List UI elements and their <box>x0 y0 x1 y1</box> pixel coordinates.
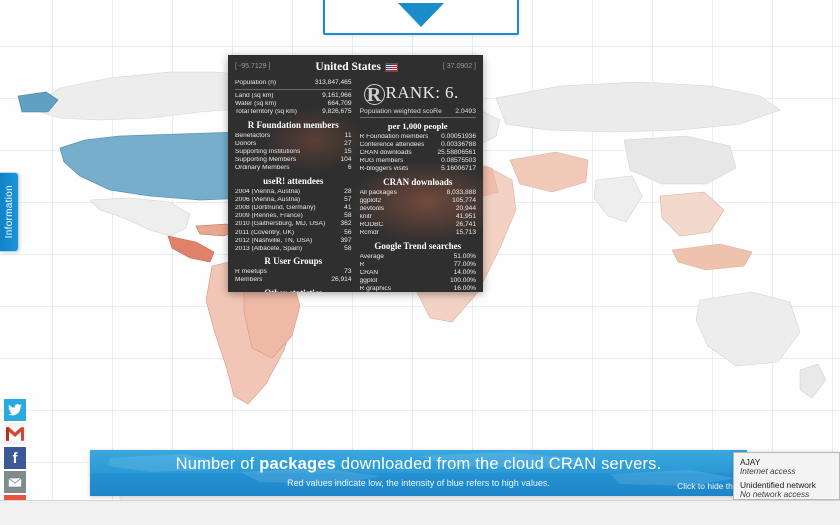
table-row: 2004 (Vienna, Austria) 28 <box>235 188 352 196</box>
divider <box>359 117 476 119</box>
table-row: 2006 (Vienna, Austria) 57 <box>235 196 352 204</box>
table-row: Total territory (sq km) 9,826,675 <box>235 108 352 116</box>
banner-title-bold: packages <box>259 455 337 473</box>
country-australia <box>695 291 801 367</box>
country-china <box>623 135 737 185</box>
country-new-zealand <box>799 363 827 399</box>
weighted-score-row: Population weighted scoRe 2.0493 <box>360 108 477 115</box>
latitude-label: [ 37.0902 ] <box>442 63 476 71</box>
table-row: Water (sq km) 664,709 <box>235 100 352 108</box>
section-title-other-statistics: Other statistics <box>235 288 352 292</box>
table-row: Members 26,914 <box>235 276 352 284</box>
table-row: Conference attendees 0.00336788 <box>359 140 477 148</box>
country-middle-east <box>509 151 589 193</box>
population-value: 313,847,465 <box>314 78 352 86</box>
table-row: ggplot 100.00% <box>359 277 477 285</box>
country-southeast-asia <box>659 191 725 237</box>
gmail-envelope-glyph <box>6 427 24 441</box>
network-status: Internet access <box>740 467 796 476</box>
banner-title-post: downloaded from the cloud CRAN servers. <box>336 455 662 473</box>
table-row: CRAN 14.00% <box>359 269 477 277</box>
table-row: R Foundation members 0.00051936 <box>359 132 477 140</box>
population-row: Population (n) 313,847,465 <box>235 79 352 87</box>
table-row: Rcmdr 15,713 <box>359 229 477 237</box>
table-row: All packages 8,033,888 <box>359 188 477 196</box>
country-info-tooltip: [ -95.7129 ] United States [ 37.0902 ] P… <box>228 55 483 292</box>
table-row: R 77.00% <box>359 260 477 268</box>
us-flag-icon <box>384 62 398 72</box>
table-row: knitr 41,951 <box>359 213 477 221</box>
weighted-score-label: Population weighted scoRe <box>359 108 442 116</box>
facebook-f-glyph: f <box>12 449 18 467</box>
table-row: R meetups 73 <box>235 268 352 276</box>
twitter-icon[interactable] <box>4 399 26 421</box>
network-status-secondary: No network access <box>740 490 810 499</box>
country-mexico <box>89 197 191 237</box>
taskbar-strip <box>0 500 840 525</box>
table-row: 2013 (Albacete, Spain) 58 <box>235 244 352 252</box>
country-india <box>593 175 643 223</box>
envelope-glyph <box>8 477 22 487</box>
rank-display: R RANK: 6. <box>363 81 477 106</box>
banner-text-block: Number of packages downloaded from the c… <box>90 450 747 488</box>
network-flyout[interactable]: AJAY Internet access Unidentified networ… <box>733 452 840 500</box>
section-title-google-trends: Google Trend searches <box>374 240 462 251</box>
table-row: 2011 (Coventry, UK) 56 <box>235 228 352 236</box>
country-russia <box>495 81 781 133</box>
triangle-down-icon[interactable] <box>398 3 444 27</box>
facebook-icon[interactable]: f <box>4 447 26 469</box>
information-tab[interactable]: Information <box>0 172 19 252</box>
country-title: United States <box>315 61 398 73</box>
email-icon[interactable] <box>4 471 26 493</box>
bottom-banner[interactable]: Number of packages downloaded from the c… <box>90 450 747 496</box>
panel-right-column: R RANK: 6. Population weighted scoRe 2.0… <box>359 79 477 292</box>
gmail-icon[interactable] <box>4 423 26 445</box>
banner-title: Number of packages downloaded from the c… <box>90 455 747 474</box>
table-row: R-bloggers visits 5.16006717 <box>359 165 477 173</box>
hide-banner-button[interactable]: Click to hide this <box>677 481 739 491</box>
table-row: Supporting Institutions 15 <box>235 148 352 156</box>
table-row: R graphics 16.00% <box>359 285 477 292</box>
section-title-foundation: R Foundation members <box>247 120 339 130</box>
table-row: 2012 (Nashville, TN, USA) 397 <box>235 236 352 244</box>
table-row: Donors 27 <box>235 140 352 148</box>
country-name: United States <box>315 61 381 73</box>
table-row: Land (sq km) 9,161,966 <box>235 92 352 100</box>
table-row: Benefactors 11 <box>235 132 352 140</box>
table-row: RUG members 0.08575503 <box>359 157 477 165</box>
rank-label: RANK: 6. <box>385 82 459 102</box>
panel-left-column: Population (n) 313,847,465 Land (sq km) … <box>235 79 352 292</box>
table-row: RODBC 26,741 <box>359 221 477 229</box>
table-row: 2010 (Gaithersburg, MD, USA) 362 <box>235 220 352 228</box>
banner-map-watermark <box>108 452 736 486</box>
population-label: Population (n) <box>235 79 277 86</box>
table-row: 2008 (Dortmund, Germany) 41 <box>235 204 352 212</box>
banner-title-pre: Number of <box>175 455 260 473</box>
table-row: Supporting Members 104 <box>235 156 352 164</box>
country-panel-header: [ -95.7129 ] United States [ 37.0902 ] <box>235 61 476 73</box>
r-logo-icon: R <box>363 84 385 106</box>
country-indonesia <box>671 243 753 271</box>
country-central-america <box>167 235 215 263</box>
divider <box>235 89 352 91</box>
table-row: Average 51.00% <box>359 252 477 260</box>
information-tab-label: Information <box>3 185 15 239</box>
table-row: ggplot2 105,774 <box>359 196 477 204</box>
weighted-score-value: 2.0493 <box>455 108 476 116</box>
table-row: 2009 (Rennes, France) 58 <box>235 212 352 220</box>
table-row: Ordinary Members 6 <box>235 164 352 172</box>
country-alaska <box>17 91 59 113</box>
twitter-bird-glyph <box>8 404 22 416</box>
table-row: CRAN downloads 25.58806561 <box>359 149 477 157</box>
section-title-cran-downloads: CRAN downloads <box>383 176 453 187</box>
section-title-per-thousand: per 1,000 people <box>387 121 448 132</box>
table-row: devtools 20,944 <box>359 205 477 212</box>
map-legend-panel[interactable] <box>323 0 519 35</box>
section-title-user-attendees: useR! attendees <box>263 175 324 186</box>
network-name[interactable]: AJAY <box>740 457 761 467</box>
banner-subtitle: Red values indicate low, the intensity o… <box>287 478 550 488</box>
longitude-label: [ -95.7129 ] <box>235 63 271 71</box>
section-title-user-groups: R User Groups <box>264 256 323 267</box>
network-name-secondary[interactable]: Unidentified network <box>740 480 816 490</box>
